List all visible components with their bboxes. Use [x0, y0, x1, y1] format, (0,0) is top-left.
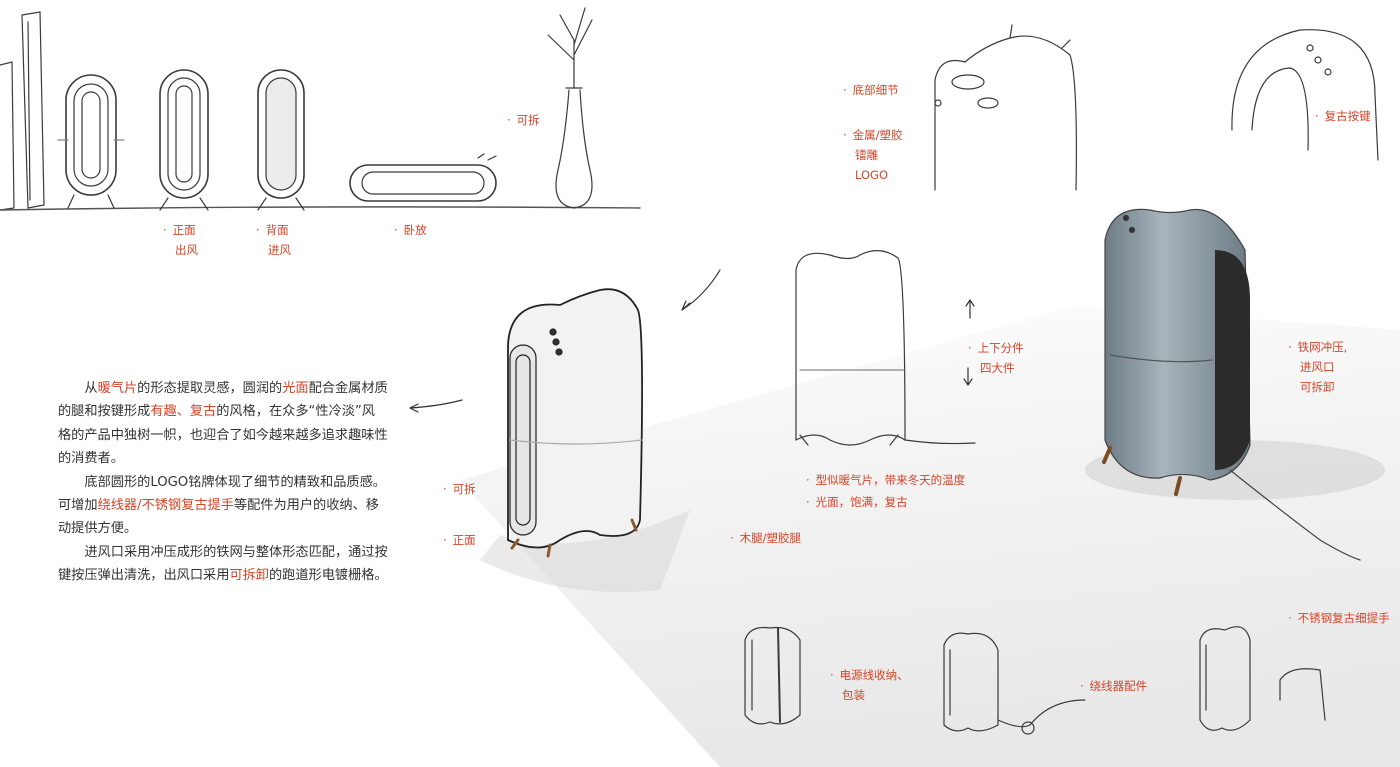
heater-side-sketch — [159, 69, 209, 211]
description-paragraph-1: 从暖气片的形态提取灵感，圆润的光面配合金属材质的腿和按键形成有趣、复古的风格，在… — [58, 381, 388, 467]
bottom-sketches — [744, 626, 1326, 735]
label-handle: ·不锈钢复古细提手 — [1288, 611, 1390, 625]
label-winder: ·绕线器配件 — [1080, 679, 1148, 693]
label-front-left: ·正面 — [443, 533, 476, 547]
heater-render-left — [507, 288, 643, 558]
label-retro-button: ·复古按键 — [1315, 109, 1371, 123]
label-back-inlet: ·背面进风 — [256, 223, 291, 257]
label-front-outlet: ·正面出风 — [163, 223, 198, 257]
label-detachable-top: ·可拆 — [507, 113, 540, 127]
label-shape-2: ·光面，饱满，复古 — [806, 495, 908, 509]
heater-front-sketch — [57, 74, 125, 209]
label-detachable-left: ·可拆 — [443, 482, 476, 496]
top-detail-sketch — [934, 24, 1077, 191]
arrows — [409, 269, 975, 413]
vase-sketch — [547, 7, 593, 209]
description-paragraph-2: 底部圆形的LOGO铭牌体现了细节的精致和品质感。可增加绕线器/不锈钢复古提手等配… — [58, 474, 386, 537]
heater-back-sketch — [257, 69, 305, 211]
description-text: 从暖气片的形态提取灵感，圆润的光面配合金属材质的腿和按键形成有趣、复古的风格，在… — [58, 377, 388, 588]
label-shape-1: ·型似暖气片，带来冬天的温度 — [806, 473, 966, 487]
middle-outline-sketch — [795, 250, 976, 446]
heater-lying-sketch — [349, 153, 497, 202]
label-mesh-inlet: ·铁网冲压,进风口可拆卸 — [1288, 340, 1348, 394]
books-sketch — [0, 11, 45, 211]
heater-render-right — [1102, 208, 1361, 561]
label-cord: ·电源线收纳、包装 — [830, 668, 909, 702]
label-split: ·上下分件四大件 — [968, 341, 1024, 375]
top-right-arch-sketch — [1231, 29, 1379, 161]
label-lying: ·卧放 — [394, 223, 427, 237]
description-paragraph-3: 进风口采用冲压成形的铁网与整体形态匹配，通过按键按压弹出清洗，出风口采用可拆卸的… — [58, 544, 388, 584]
label-bottom-detail: ·底部细节 — [843, 83, 899, 97]
label-leg: ·木腿/塑胶腿 — [730, 531, 802, 545]
